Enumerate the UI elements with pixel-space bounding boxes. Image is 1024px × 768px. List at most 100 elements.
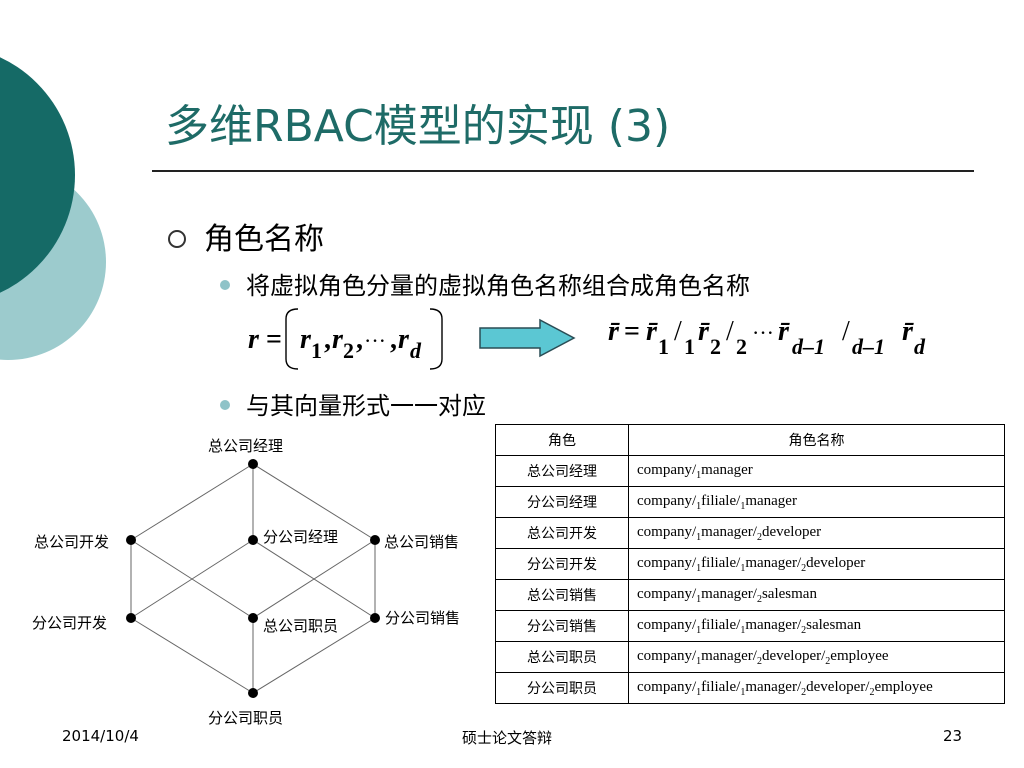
formula-separator: /: [842, 316, 850, 347]
hollow-circle-bullet-icon: [168, 229, 186, 248]
name-segment: developer/: [761, 647, 826, 664]
name-subscript: 1: [696, 531, 702, 543]
name-subscript: 2: [756, 655, 762, 667]
formula-term: r̄: [902, 316, 914, 347]
formula-subscript: 1: [311, 338, 322, 363]
node-label-center-lower: 总公司职员: [263, 617, 339, 635]
name-segment: manager/: [745, 678, 802, 695]
formula-subscript: 1: [658, 334, 669, 359]
decorative-circles: [0, 57, 106, 360]
formula-term: r̄: [646, 316, 658, 347]
name-subscript: 1: [696, 500, 702, 512]
lattice-node: [248, 613, 258, 623]
node-label-bottom: 分公司职员: [208, 709, 284, 727]
name-segment: company/: [637, 616, 697, 633]
vector-formula: r = r 1 , r 2 , ··· , r d: [248, 308, 443, 370]
role-cell: 分公司经理: [495, 486, 629, 518]
name-segment: employee: [874, 678, 933, 695]
name-subscript: 1: [696, 624, 702, 636]
formula-subscript: 2: [710, 334, 721, 359]
name-segment: salesman: [761, 585, 817, 602]
formula-component: r: [300, 324, 312, 355]
bullet-text: 角色名称: [204, 222, 324, 257]
lattice-node: [126, 535, 136, 545]
formula-ellipsis: ···: [364, 328, 386, 353]
role-lattice-diagram: [126, 459, 380, 698]
sub-bullet-combine: 将虚拟角色分量的虚拟角色名称组合成角色名称: [220, 266, 750, 301]
name-subscript: 1: [740, 686, 746, 698]
name-subscript: 2: [801, 686, 807, 698]
formula-subscript: d: [914, 334, 926, 359]
name-segment: manager/: [701, 523, 757, 540]
node-label-upper-left: 总公司开发: [34, 533, 110, 551]
name-segment: manager: [701, 461, 753, 478]
name-segment: company/: [637, 492, 697, 509]
lattice-node: [248, 535, 258, 545]
footer-title: 硕士论文答辩: [462, 729, 553, 747]
role-name-cell: company/1manager/2developer/2employee: [628, 641, 1005, 673]
formula-term: r̄: [778, 316, 790, 347]
role-cell: 分公司开发: [495, 548, 629, 580]
dark-circle: [0, 57, 75, 293]
name-segment: salesman: [806, 616, 862, 633]
name-segment: manager: [745, 492, 797, 509]
name-subscript: 2: [756, 531, 762, 543]
right-arrow-icon: [479, 318, 576, 358]
table-header-row: 角色 角色名称: [495, 424, 1005, 456]
name-subscript: 1: [740, 562, 746, 574]
role-name-cell: company/1filiale/1manager: [628, 486, 1005, 518]
role-name-cell: company/1manager: [628, 455, 1005, 487]
name-segment: manager/: [701, 585, 757, 602]
formula-lhs: r: [248, 324, 260, 355]
name-segment: company/: [637, 678, 697, 695]
node-label-center-upper: 分公司经理: [263, 528, 339, 546]
slide-title: 多维RBAC模型的实现 (3): [165, 101, 671, 152]
name-segment: developer: [761, 523, 822, 540]
formula-subscript: 2: [343, 338, 354, 363]
svg-text:,: ,: [390, 324, 397, 355]
right-paren: [429, 308, 443, 370]
name-segment: employee: [830, 647, 889, 664]
formula-equals: =: [266, 324, 282, 355]
name-subscript: 2: [869, 686, 875, 698]
name-formula: r̄ = r̄ 1 / 1 r̄ 2 / 2 ··· r̄ d–1 / d–1 …: [608, 316, 926, 359]
name-subscript: 2: [801, 624, 807, 636]
name-segment: filiale/: [701, 492, 741, 509]
formula-component: r: [332, 324, 344, 355]
formula-lhs: r̄: [608, 316, 620, 347]
name-segment: company/: [637, 585, 697, 602]
name-subscript: 1: [740, 624, 746, 636]
page-number: 23: [943, 727, 963, 745]
lattice-node: [126, 613, 136, 623]
dot-bullet-icon: [220, 280, 230, 290]
node-label-lower-right: 分公司销售: [385, 609, 461, 627]
name-segment: company/: [637, 647, 697, 664]
name-subscript: 1: [696, 469, 702, 481]
role-name-cell: company/1filiale/1manager/2salesman: [628, 610, 1005, 642]
node-label-lower-left: 分公司开发: [32, 614, 108, 632]
sub-bullet-vector: 与其向量形式一一对应: [220, 386, 486, 421]
name-segment: manager/: [701, 647, 757, 664]
formula-subscript: d–1: [852, 334, 885, 359]
svg-text:,: ,: [356, 324, 363, 355]
name-subscript: 2: [756, 593, 762, 605]
role-cell: 总公司职员: [495, 641, 629, 673]
name-subscript: 1: [740, 500, 746, 512]
name-segment: company/: [637, 554, 697, 571]
node-label-upper-right: 总公司销售: [384, 533, 460, 551]
name-segment: developer/: [806, 678, 870, 695]
formula-subscript: d: [410, 338, 422, 363]
name-segment: company/: [637, 461, 697, 478]
name-segment: filiale/: [701, 616, 741, 633]
footer-date: 2014/10/4: [62, 727, 139, 745]
formula-subscript: 2: [736, 334, 747, 359]
role-name-cell: company/1manager/2salesman: [628, 579, 1005, 611]
